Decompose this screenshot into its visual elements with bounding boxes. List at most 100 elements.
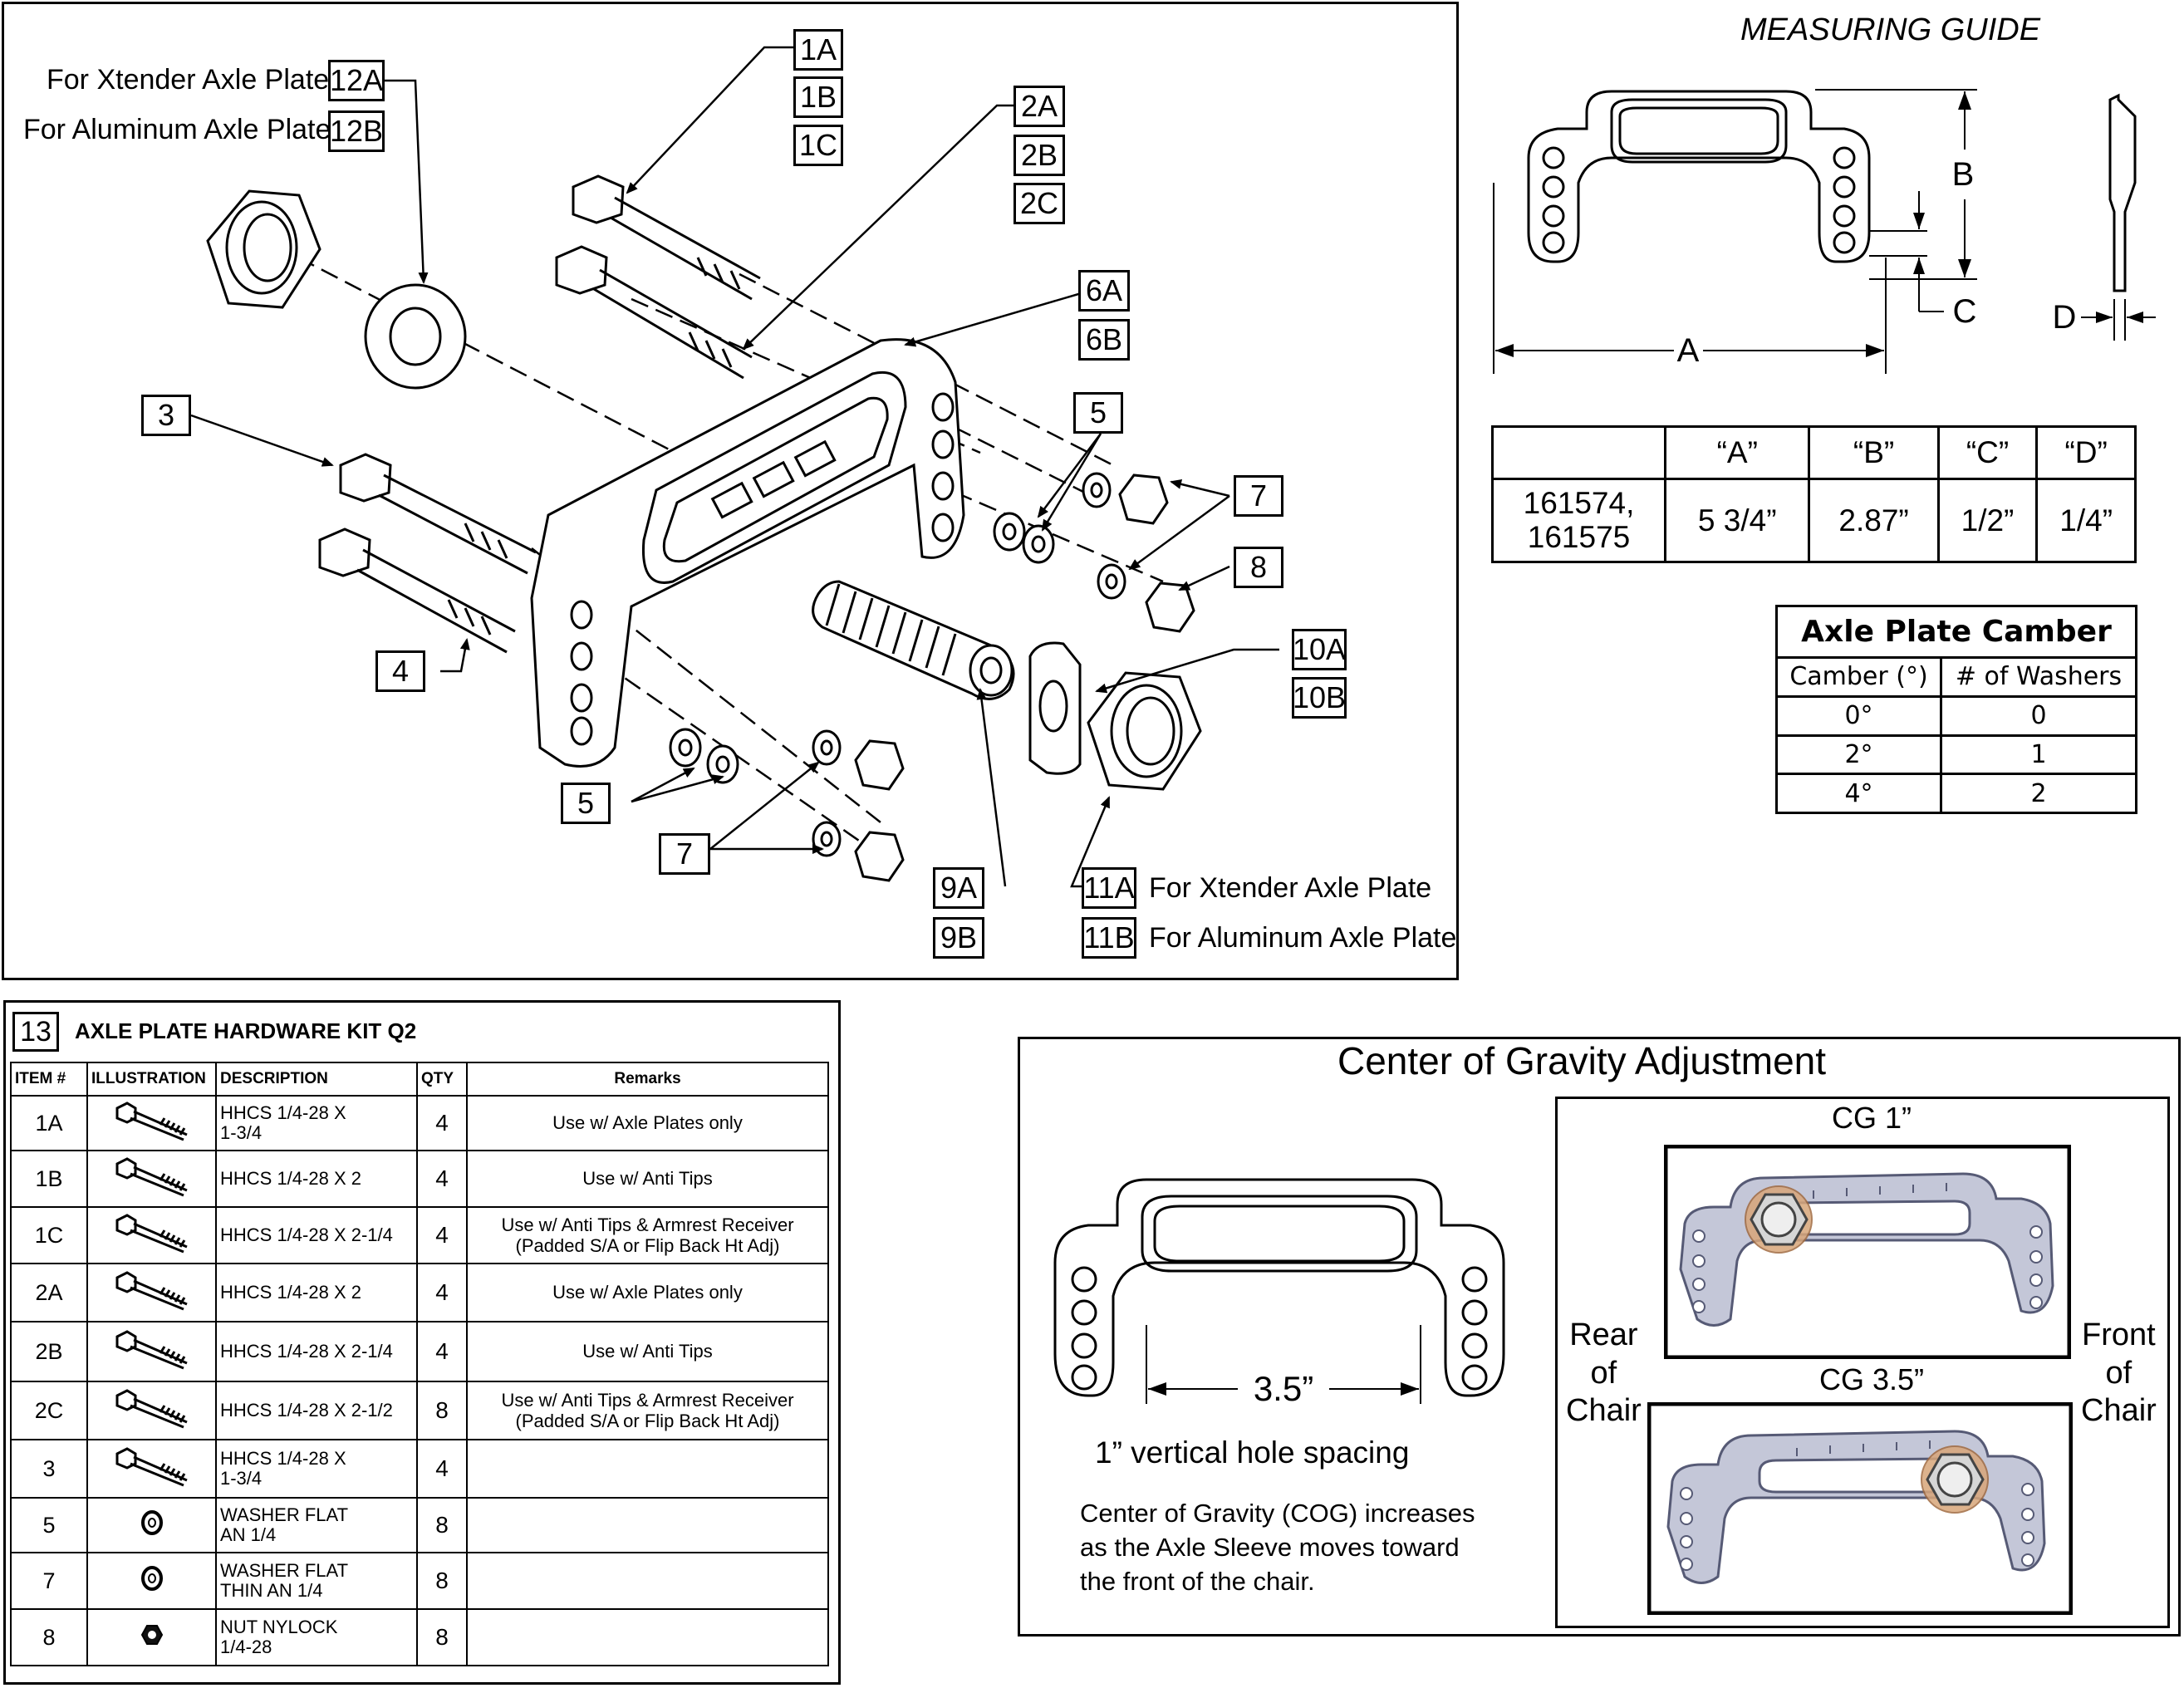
callout-6B: 6B xyxy=(1078,319,1130,361)
meas-header-B: “B” xyxy=(1808,425,1940,480)
camber-title: Axle Plate Camber xyxy=(1775,605,2137,659)
kit-illustration xyxy=(86,1150,217,1208)
kit-description: HHCS 1/4-28 X 2 xyxy=(215,1150,418,1208)
nuts-left xyxy=(854,739,905,882)
measuring-table: “A” “B” “C” “D” 161574, 161575 5 3/4” 2.… xyxy=(1491,425,2137,563)
kit-item: 2A xyxy=(10,1263,88,1322)
meas-header-C: “C” xyxy=(1936,425,2039,480)
callout-1C: 1C xyxy=(793,125,843,166)
callout-1B: 1B xyxy=(793,76,843,118)
callout-9B: 9B xyxy=(933,917,984,959)
cg1-image xyxy=(1664,1145,2071,1359)
kit-description: HHCS 1/4-28 X 2-1/4 xyxy=(215,1206,418,1264)
callout-3: 3 xyxy=(141,395,191,436)
washers-5-right xyxy=(993,512,1055,564)
bolt-4 xyxy=(318,528,516,654)
meas-header-blank xyxy=(1491,425,1666,480)
callout-11B: 11B xyxy=(1082,917,1136,959)
kit-qty: 4 xyxy=(416,1321,468,1382)
kit-remarks: Use w/ Anti Tips xyxy=(466,1321,829,1382)
kit-item: 2B xyxy=(10,1321,88,1382)
kit-remarks xyxy=(466,1497,829,1553)
dim-B-label: B xyxy=(1952,156,1975,193)
kit-qty: 4 xyxy=(416,1206,468,1264)
dim-A-label: A xyxy=(1677,332,1700,369)
callout-7-right: 7 xyxy=(1234,475,1283,517)
large-nut-12 xyxy=(206,189,321,309)
text-12A: For Xtender Axle Plate xyxy=(47,64,330,96)
kit-qty: 4 xyxy=(416,1095,468,1151)
bolt-icon xyxy=(110,1447,194,1491)
kit-illustration xyxy=(86,1552,217,1610)
cog-plate-drawing: 3.5” xyxy=(1053,1178,1505,1408)
kit-description: HHCS 1/4-28 X 1-3/4 xyxy=(215,1095,418,1151)
kit-item: 8 xyxy=(10,1608,88,1666)
cg-inner-panel xyxy=(1555,1097,2170,1628)
kit-remarks: Use w/ Anti Tips & Armrest Receiver (Pad… xyxy=(466,1206,829,1264)
spacer-10 xyxy=(1028,641,1082,775)
text-11B: For Aluminum Axle Plate xyxy=(1149,922,1457,954)
axle-sleeve-9 xyxy=(812,580,1015,700)
washers-7-left xyxy=(812,729,842,857)
callout-11A: 11A xyxy=(1082,867,1136,909)
kit-panel xyxy=(3,1000,841,1685)
front-of-chair-label: Front of Chair xyxy=(2081,1318,2157,1429)
camber-value: 4° xyxy=(1775,773,1942,814)
kit-description: WASHER FLAT THIN AN 1/4 xyxy=(215,1552,418,1610)
dim-C-label: C xyxy=(1953,293,1977,330)
bolt-1 xyxy=(572,174,761,301)
kit-number: 13 xyxy=(12,1012,59,1052)
kit-qty: 8 xyxy=(416,1497,468,1553)
cg35-image xyxy=(1647,1402,2073,1615)
kit-remarks: Use w/ Axle Plates only xyxy=(466,1095,829,1151)
cog-panel xyxy=(1018,1037,2181,1636)
cog-note: Center of Gravity (COG) increases as the… xyxy=(1080,1499,1475,1596)
rear-of-chair-label: Rear of Chair xyxy=(1566,1318,1642,1429)
kit-description: WASHER FLAT AN 1/4 xyxy=(215,1497,418,1553)
kit-item: 1A xyxy=(10,1095,88,1151)
axle-plate-6 xyxy=(530,338,965,768)
meas-header-D: “D” xyxy=(2035,425,2137,480)
washers-value: 2 xyxy=(1940,773,2137,814)
meas-value-B: 2.87” xyxy=(1808,478,1940,563)
nut-icon xyxy=(135,1625,169,1656)
meas-part-number: 161574, 161575 xyxy=(1491,478,1666,563)
kit-description: NUT NYLOCK 1/4-28 xyxy=(215,1608,418,1666)
kit-item: 7 xyxy=(10,1552,88,1610)
kit-item: 1B xyxy=(10,1150,88,1208)
kit-item: 1C xyxy=(10,1206,88,1264)
kit-qty: 4 xyxy=(416,1150,468,1208)
kit-header-illustration: ILLUSTRATION xyxy=(86,1062,217,1097)
kit-illustration xyxy=(86,1095,217,1151)
kit-remarks: Use w/ Axle Plates only xyxy=(466,1263,829,1322)
kit-illustration xyxy=(86,1206,217,1264)
text-11A: For Xtender Axle Plate xyxy=(1149,872,1432,904)
camber-table: Axle Plate Camber Camber (°) # of Washer… xyxy=(1775,605,2137,814)
kit-illustration xyxy=(86,1439,217,1499)
meas-header-A: “A” xyxy=(1663,425,1811,480)
kit-description: HHCS 1/4-28 X 1-3/4 xyxy=(215,1439,418,1499)
callout-4: 4 xyxy=(375,650,425,692)
large-nut-11 xyxy=(1087,671,1202,791)
kit-illustration xyxy=(86,1321,217,1382)
callout-7-left: 7 xyxy=(659,833,710,875)
kit-item: 5 xyxy=(10,1497,88,1553)
callout-10A: 10A xyxy=(1292,629,1347,670)
kit-illustration xyxy=(86,1497,217,1553)
bolt-icon xyxy=(110,1330,194,1374)
callout-5-right: 5 xyxy=(1073,392,1123,434)
callout-12A: 12A xyxy=(328,60,385,101)
bolt-3 xyxy=(339,453,537,575)
kit-header-qty: QTY xyxy=(416,1062,468,1097)
exploded-view-panel xyxy=(2,2,1459,980)
kit-qty: 4 xyxy=(416,1263,468,1322)
washer-12 xyxy=(364,283,467,390)
cog-dim-label: 3.5” xyxy=(1254,1369,1313,1408)
kit-description: HHCS 1/4-28 X 2 xyxy=(215,1263,418,1322)
kit-remarks: Use w/ Anti Tips xyxy=(466,1150,829,1208)
